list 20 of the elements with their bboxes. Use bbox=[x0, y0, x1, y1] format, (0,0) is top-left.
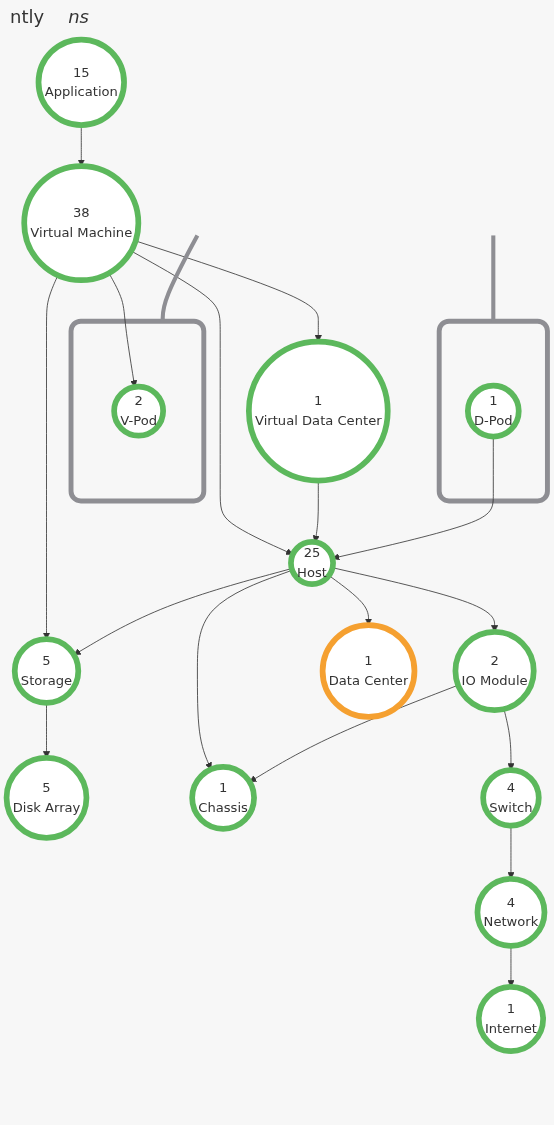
node-circle: 1 Data Center bbox=[319, 622, 418, 720]
node-circle: 4 Network bbox=[474, 875, 548, 949]
callout-text: ntly bbox=[10, 6, 45, 27]
cluster bbox=[436, 318, 550, 504]
callout-text: ns bbox=[68, 6, 89, 27]
cluster bbox=[68, 318, 207, 504]
node-circle: 4 Switch bbox=[480, 767, 542, 829]
node-circle: 2 V-Pod bbox=[111, 383, 166, 439]
node-circle: 38 Virtual Machine bbox=[21, 163, 142, 284]
connector bbox=[160, 234, 200, 322]
node-circle: 5 Storage bbox=[11, 636, 82, 706]
node-circle: 1 Chassis bbox=[189, 764, 257, 832]
node-circle: 2 IO Module bbox=[452, 629, 537, 714]
connector bbox=[491, 235, 496, 322]
node-circle: 1 Virtual Data Center bbox=[246, 338, 391, 484]
node-circle: 15 Application bbox=[35, 36, 127, 128]
node-circle: 5 Disk Array bbox=[3, 755, 90, 841]
node-circle: 1 D-Pod bbox=[465, 382, 522, 440]
node-circle: 25 Host bbox=[288, 539, 336, 587]
node-circle: 1 Internet bbox=[475, 983, 546, 1054]
